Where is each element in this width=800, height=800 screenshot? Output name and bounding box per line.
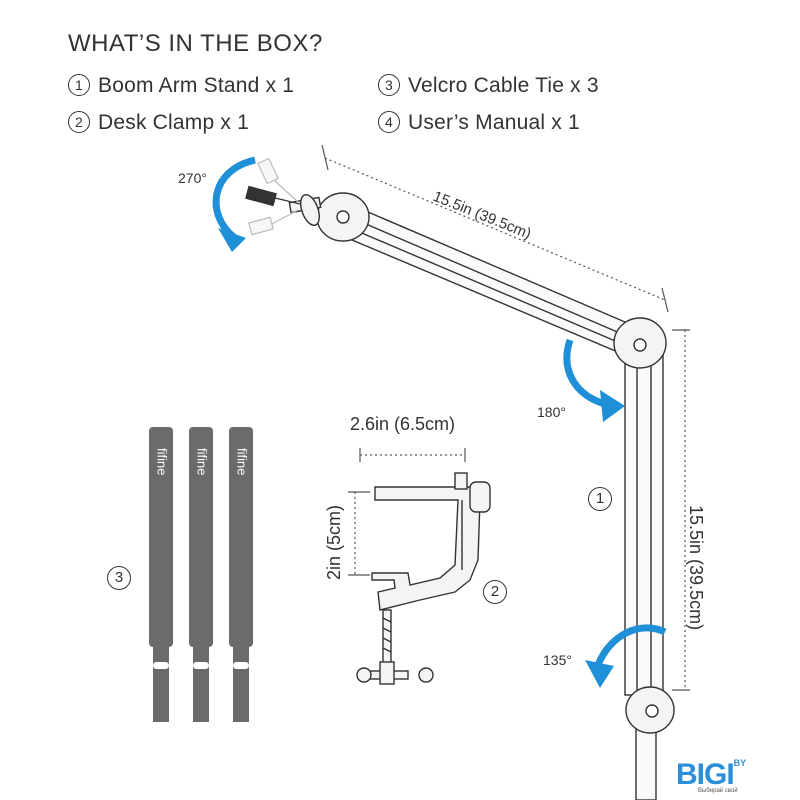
rotation-label-middle: 180° [537,404,566,420]
joint-bottom [625,686,675,734]
dimension-lines [321,144,690,691]
logo-brand: BIGI [676,758,735,791]
mic-mount-ghost [248,157,299,236]
rotation-label-top: 270° [178,170,207,186]
callout-clamp: 2 [483,580,507,604]
item-desk-clamp: 2 Desk Clamp x 1 [68,111,249,135]
callout-arm: 1 [588,487,612,511]
dim-clamp-width-label: 2.6in (6.5cm) [350,414,456,434]
callout-ties: 3 [107,566,131,590]
dim-lower-label: 15.5in (39.5cm) [686,505,706,630]
item-label: User’s Manual x 1 [408,111,580,134]
boom-arm-lower [624,354,664,696]
dim-upper-arm [324,157,666,301]
desk-clamp [356,472,491,685]
dim-upper-label: 15.5in (39.5cm) [431,188,534,243]
item-manual: 4 User’s Manual x 1 [378,111,580,135]
rotation-arrow-bottom-icon [594,624,667,667]
tie-brand-text: fifine [235,448,250,475]
velcro-tie [229,427,253,722]
item-label: Desk Clamp x 1 [98,111,250,134]
item-number: 1 [68,74,90,96]
tie-brand-text: fifine [155,448,170,475]
joint-top [316,192,370,242]
item-number: 3 [378,74,400,96]
rotation-label-bottom: 135° [543,652,572,668]
tie-brand-text: fifine [195,448,210,475]
watermark-logo: BIGIBY Выбирай свой [676,758,747,794]
logo-tagline: Выбирай свой [698,788,738,794]
rotation-arrow-middle-icon [563,338,607,408]
joint-middle [613,317,667,369]
item-velcro-tie: 3 Velcro Cable Tie x 3 [378,74,599,98]
item-label: Velcro Cable Tie x 3 [408,74,599,97]
item-label: Boom Arm Stand x 1 [98,74,295,97]
rotation-arrow-top-icon [212,156,256,241]
mic-mount [245,185,322,226]
item-number: 4 [378,111,400,133]
velcro-ties: fifine fifine fifine [149,427,253,722]
velcro-tie [149,427,173,722]
item-number: 2 [68,111,90,133]
item-boom-arm: 1 Boom Arm Stand x 1 [68,74,294,98]
page-title: WHAT’S IN THE BOX? [68,30,323,57]
dim-clamp-height-label: 2in (5cm) [324,505,344,580]
logo-suffix: BY [733,758,747,768]
velcro-tie [189,427,213,722]
